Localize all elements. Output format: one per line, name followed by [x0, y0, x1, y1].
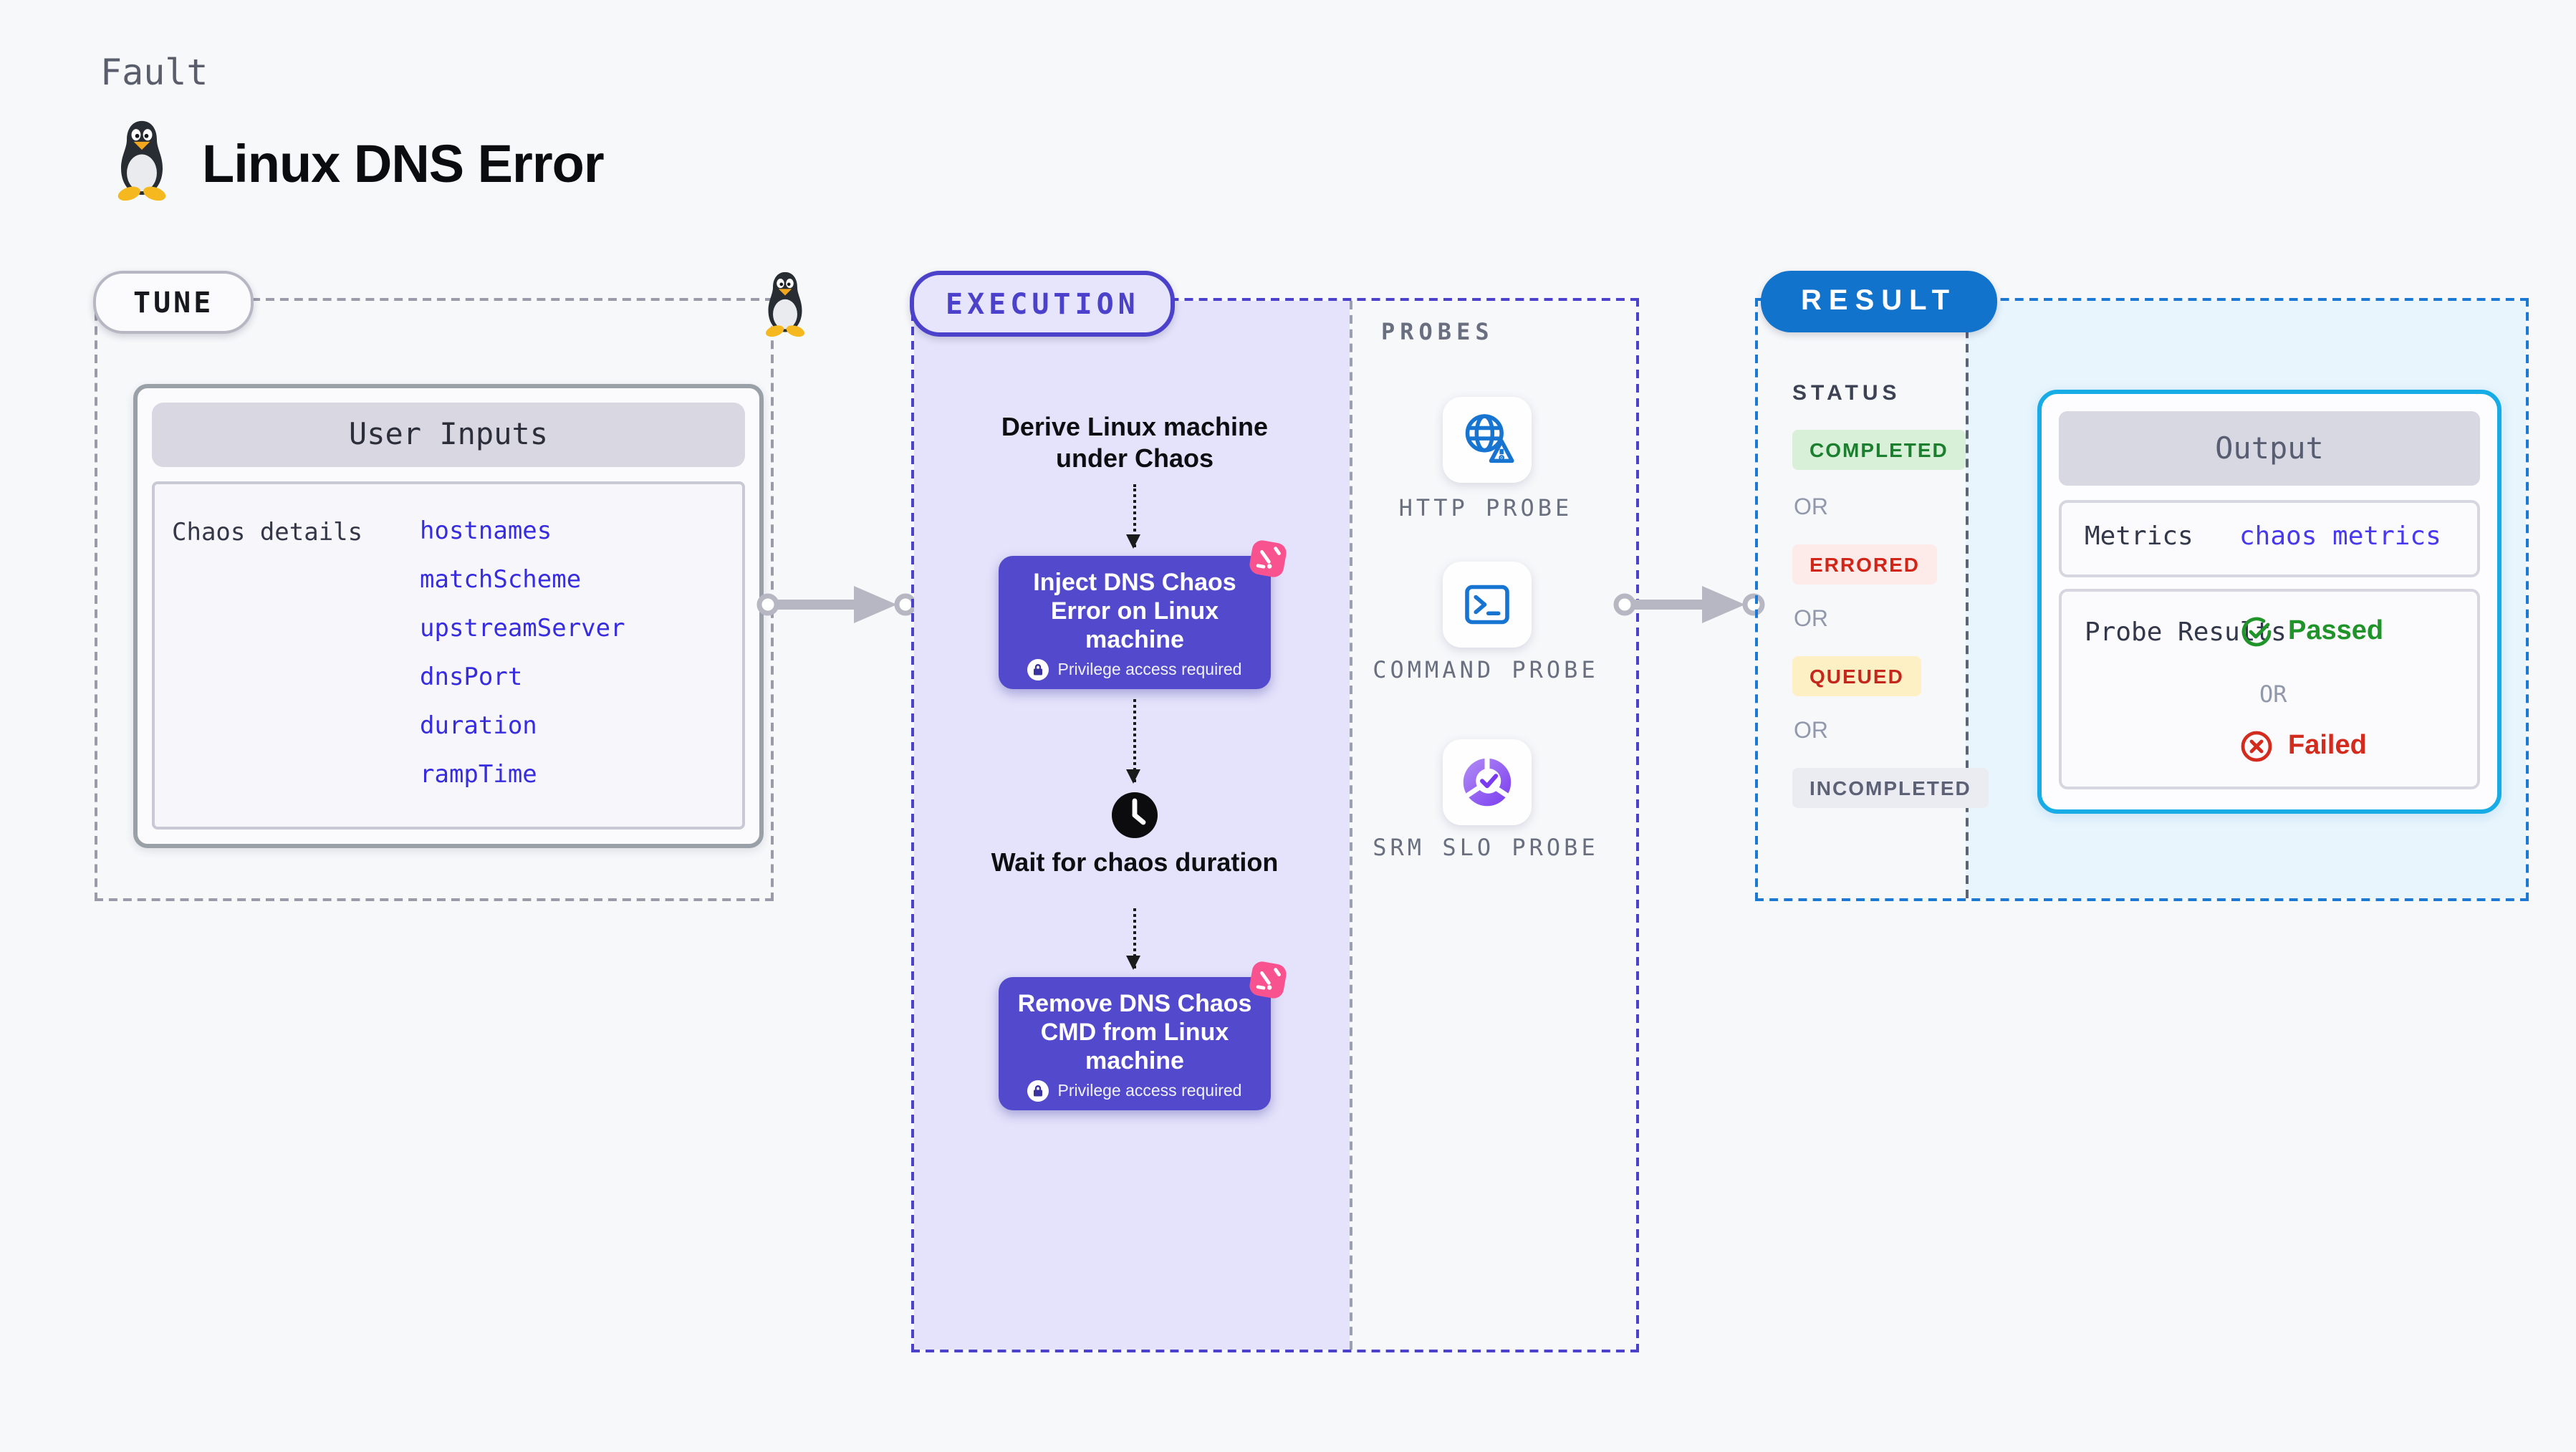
flow-arrow-icon	[1613, 586, 1765, 623]
passed-label: Passed	[2288, 616, 2384, 646]
privilege-note: Privilege access required	[999, 1080, 1271, 1102]
tux-penguin-icon	[766, 271, 804, 337]
chaos-spark-icon	[1249, 540, 1287, 577]
dotted-connector	[1126, 484, 1140, 549]
http-probe-label: HTTP PROBE	[1398, 494, 1573, 521]
status-badge-incompleted: INCOMPLETED	[1792, 768, 1989, 808]
page-title: Linux DNS Error	[202, 135, 605, 193]
user-input-list: hostnames matchScheme upstreamServer dns…	[420, 507, 625, 799]
result-divider	[1966, 301, 1969, 898]
list-item: matchScheme	[420, 566, 582, 595]
dotted-connector	[1126, 908, 1140, 970]
http-probe-card	[1443, 397, 1532, 483]
list-item: rampTime	[420, 761, 537, 789]
probes-divider	[1350, 301, 1352, 1350]
tune-section: TUNE User Inputs Chaos details hostnames…	[93, 271, 804, 901]
user-inputs-body: Chaos details hostnames matchScheme upst…	[152, 481, 745, 830]
failed-label: Failed	[2288, 731, 2367, 761]
result-section: RESULT STATUS COMPLETED OR ERRORED OR QU…	[1755, 271, 2529, 901]
tune-badge: TUNE	[93, 271, 254, 334]
chaos-spark-icon	[1249, 961, 1287, 999]
privilege-note-text: Privilege access required	[1057, 1082, 1242, 1100]
x-circle-icon	[2241, 731, 2272, 762]
user-inputs-title: User Inputs	[152, 403, 745, 467]
privilege-note: Privilege access required	[999, 659, 1271, 681]
flow-arrow-icon	[756, 586, 917, 623]
execution-section: EXECUTION Derive Linux machine under Cha…	[910, 271, 1639, 1352]
remove-chaos-node: Remove DNS Chaos CMD from Linux machine …	[999, 961, 1287, 1110]
lock-icon	[1027, 1080, 1049, 1102]
list-item: duration	[420, 712, 537, 741]
status-badge-completed: COMPLETED	[1792, 430, 1966, 470]
metrics-label: Metrics	[2085, 521, 2193, 552]
remove-node-label: Remove DNS Chaos CMD from Linux machine	[1017, 990, 1252, 1075]
list-item: hostnames	[420, 517, 552, 546]
privilege-note-text: Privilege access required	[1057, 661, 1242, 679]
derive-step-label: Derive Linux machine under Chaos	[1001, 413, 1269, 473]
clock-icon	[1112, 792, 1158, 838]
or-separator: OR	[1794, 607, 1828, 632]
tux-penguin-icon	[117, 120, 166, 201]
list-item: dnsPort	[420, 663, 523, 692]
slo-donut-icon	[1463, 756, 1512, 807]
result-badge: RESULT	[1761, 271, 1997, 332]
check-circle-icon	[2241, 617, 2272, 647]
lock-icon	[1027, 659, 1049, 681]
metrics-value: chaos metrics	[2239, 521, 2441, 552]
status-label: STATUS	[1792, 381, 1901, 405]
or-separator: OR	[1794, 496, 1828, 520]
command-probe-label: COMMAND PROBE	[1373, 656, 1599, 683]
user-inputs-card: User Inputs Chaos details hostnames matc…	[133, 384, 764, 848]
output-card: Output Metrics chaos metrics Probe Resul…	[2037, 390, 2501, 814]
inject-chaos-node: Inject DNS Chaos Error on Linux machine …	[999, 540, 1287, 689]
metrics-row: Metrics chaos metrics	[2059, 500, 2480, 577]
fault-kicker: Fault	[100, 52, 208, 93]
globe-alert-icon	[1465, 414, 1514, 463]
dotted-connector	[1126, 699, 1140, 784]
chaos-details-label: Chaos details	[172, 519, 363, 547]
command-probe-card	[1443, 562, 1532, 648]
or-separator: OR	[2259, 681, 2287, 708]
wait-step-label: Wait for chaos duration	[991, 848, 1279, 877]
status-badge-queued: QUEUED	[1792, 656, 1921, 696]
passed-verdict: Passed	[2239, 615, 2383, 649]
probes-label: PROBES	[1381, 318, 1494, 345]
srm-slo-probe-card	[1443, 739, 1532, 825]
status-badge-errored: ERRORED	[1792, 544, 1938, 585]
probe-results-row: Probe Results Passed OR Failed	[2059, 589, 2480, 789]
srm-slo-probe-label: SRM SLO PROBE	[1373, 834, 1599, 861]
output-title: Output	[2059, 411, 2480, 486]
terminal-icon	[1465, 585, 1509, 625]
inject-node-label: Inject DNS Chaos Error on Linux machine	[1033, 569, 1236, 654]
list-item: upstreamServer	[420, 615, 625, 643]
failed-verdict: Failed	[2239, 729, 2367, 764]
execution-badge: EXECUTION	[910, 271, 1176, 337]
or-separator: OR	[1794, 719, 1828, 744]
